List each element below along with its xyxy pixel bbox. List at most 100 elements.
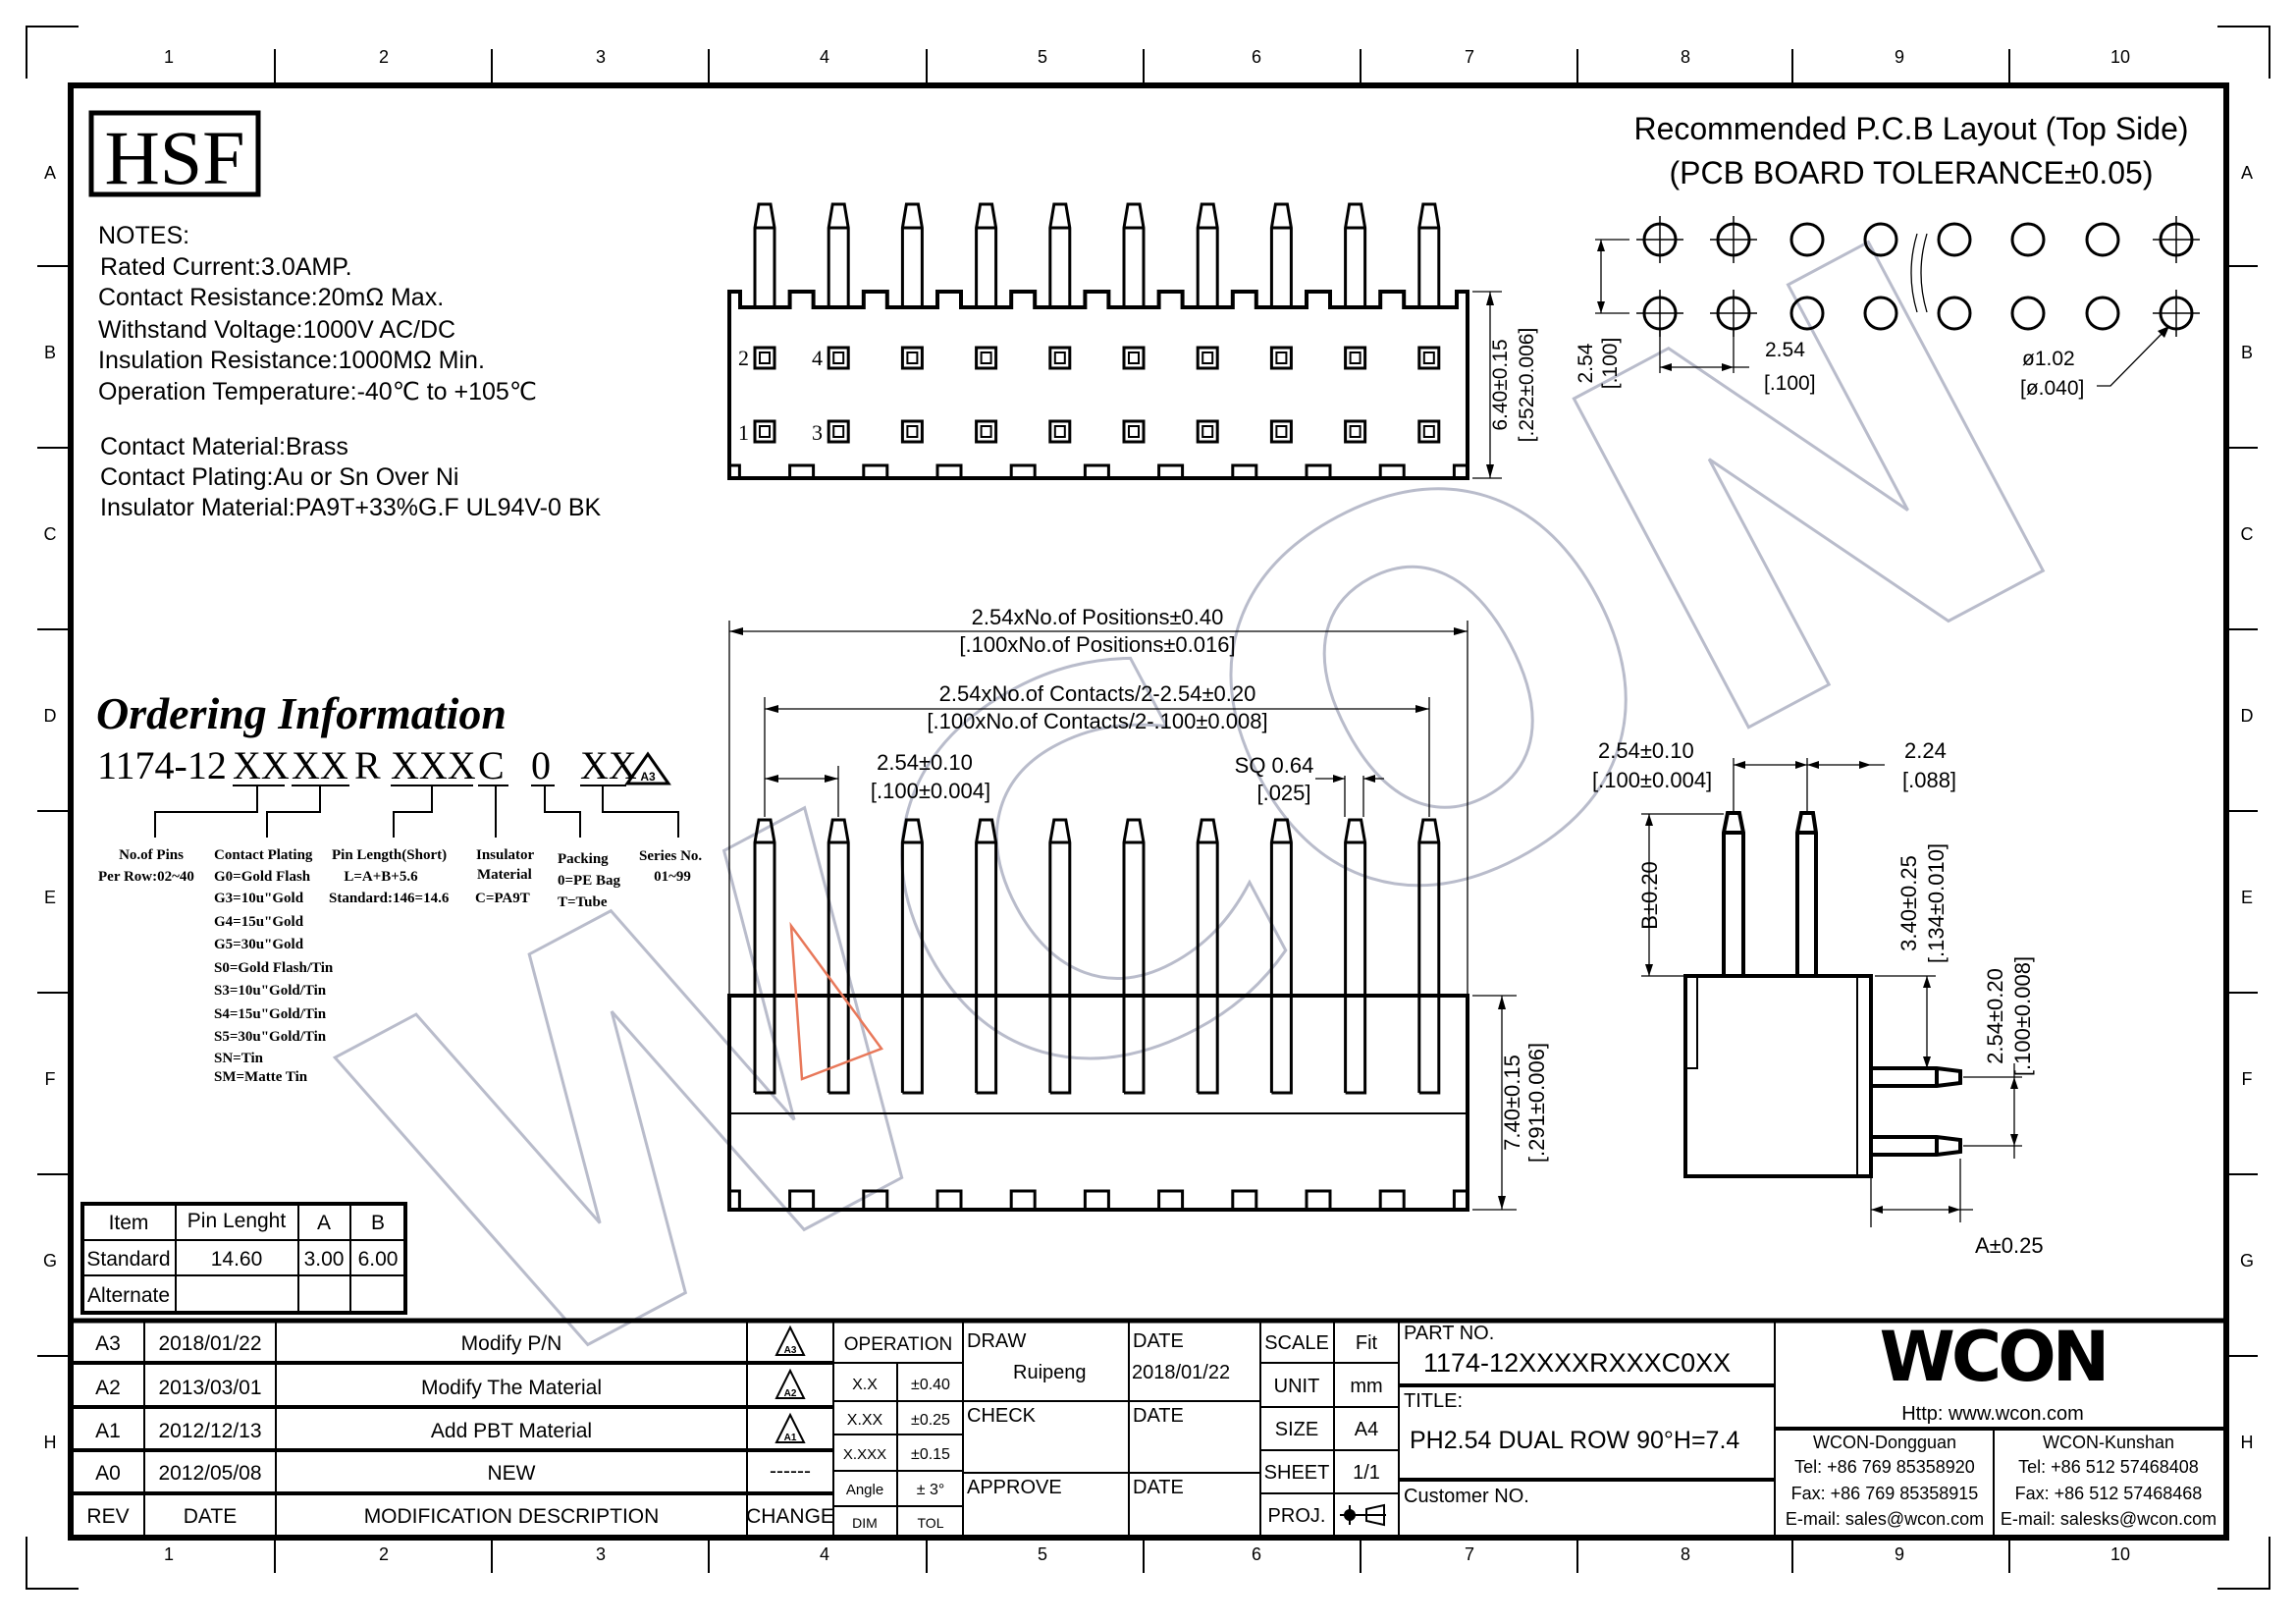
body-notch — [935, 1189, 963, 1210]
body-notch — [1305, 1189, 1332, 1210]
contact-square-inner — [832, 352, 845, 364]
pin — [1344, 818, 1367, 1095]
contact-square — [827, 346, 850, 370]
part-no-label: PART NO. — [1404, 1323, 1494, 1344]
contact-square — [900, 346, 924, 370]
table-header: Pin Lenght — [187, 1210, 287, 1232]
row-label: F — [2242, 1069, 2253, 1089]
pcb-hole — [1863, 222, 1898, 257]
contact-square — [753, 346, 776, 370]
date-label: DATE — [1133, 1477, 1184, 1498]
insulator-value: C=PA9T — [475, 891, 530, 906]
body-notch — [1083, 463, 1110, 478]
contact-square-inner — [1422, 352, 1435, 364]
body-notch — [727, 463, 741, 478]
contact-square — [975, 419, 998, 444]
part-title: PH2.54 DUAL ROW 90°H=7.4 — [1410, 1427, 1739, 1454]
plating-option: G4=15u"Gold — [214, 914, 304, 930]
pin — [1344, 202, 1367, 307]
svg-text:A3: A3 — [640, 770, 656, 784]
tol-value: ±0.25 — [911, 1412, 950, 1429]
office-name: WCON-Kunshan — [2043, 1433, 2174, 1452]
b-dim: B±0.20 — [1637, 861, 1662, 930]
pcb-col-pitch: 2.54 — [1765, 339, 1805, 361]
hole-crosshair — [1636, 216, 1683, 263]
row-label: E — [44, 888, 56, 907]
check-label: CHECK — [967, 1405, 1037, 1427]
pin — [900, 818, 924, 1095]
pcb-hole — [2085, 222, 2120, 257]
notes-title: NOTES: — [98, 222, 189, 249]
hole-crosshair — [1636, 290, 1683, 337]
body-notch — [862, 463, 889, 478]
series-label: Series No. — [639, 848, 702, 864]
row-label: H — [2241, 1433, 2254, 1452]
plating-option: S3=10u"Gold/Tin — [214, 983, 327, 999]
series-value: 01~99 — [654, 869, 691, 885]
column-label: 9 — [1895, 47, 1904, 67]
contact-square-inner — [1349, 425, 1362, 438]
code-r: R — [354, 743, 381, 787]
contact-square — [1344, 419, 1367, 444]
pitch-dim-in: [.100±0.004] — [871, 779, 990, 803]
body-notch — [1231, 1189, 1258, 1210]
pcb-hole-dia-in: [ø.040] — [2020, 377, 2084, 400]
customer-no-label: Customer NO. — [1404, 1486, 1529, 1507]
body-notch — [1305, 463, 1332, 478]
pcb-hole — [1937, 222, 1972, 257]
table-header: B — [371, 1212, 385, 1234]
contact-square-inner — [832, 425, 845, 438]
pin — [975, 202, 998, 307]
note-line: Operation Temperature:-40℃ to +105℃ — [98, 378, 537, 406]
column-label: 9 — [1895, 1544, 1904, 1564]
change-triangle-icon: A3 — [774, 1325, 806, 1356]
pin-label: 3 — [812, 420, 823, 445]
body-notch — [727, 1189, 741, 1210]
revision-date: 2012/12/13 — [158, 1420, 261, 1442]
plating-option: G5=30u"Gold — [214, 937, 304, 952]
date-label: DATE — [1133, 1405, 1184, 1427]
column-label: 8 — [1681, 47, 1690, 67]
sheet-value: 1/1 — [1353, 1462, 1380, 1484]
pin-label: 4 — [812, 346, 823, 370]
office-tel: Tel: +86 512 57468408 — [2018, 1457, 2199, 1477]
revision-date: 2012/05/08 — [158, 1462, 261, 1485]
code-plating: XX — [292, 743, 348, 787]
row-label: F — [45, 1069, 56, 1089]
pcb-hole — [1937, 296, 1972, 331]
pin-label: 1 — [738, 420, 749, 445]
body-notch — [1378, 463, 1406, 478]
contact-square-inner — [1422, 425, 1435, 438]
contact-square-inner — [980, 425, 992, 438]
contact-square — [1122, 346, 1146, 370]
contact-square-inner — [1128, 352, 1140, 364]
packing-option: T=Tube — [558, 894, 608, 910]
hole-crosshair — [2153, 216, 2200, 263]
pin — [753, 818, 776, 1095]
change-triangle-icon: A1 — [774, 1412, 806, 1443]
unit-value: mm — [1350, 1376, 1382, 1397]
marker-triangle — [789, 921, 883, 1081]
row-label: A — [2241, 163, 2253, 183]
pin-length-formula: L=A+B+5.6 — [344, 869, 418, 885]
contact-square — [753, 419, 776, 444]
row-pitch-dim-in: [.100±0.008] — [2010, 956, 2035, 1076]
body-notch — [1452, 1189, 1469, 1210]
contact-square — [975, 346, 998, 370]
pin — [1417, 818, 1441, 1095]
pin — [975, 818, 998, 1095]
pcb-layout-title: Recommended P.C.B Layout (Top Side) — [1633, 111, 2188, 146]
overall-length-dim-in: [.100xNo.of Positions±0.016] — [959, 632, 1235, 657]
contact-square-inner — [1275, 352, 1288, 364]
column-label: 2 — [379, 47, 389, 67]
tol-dim: X.XXX — [843, 1446, 886, 1463]
hole-crosshair — [2153, 290, 2200, 337]
title-block: REV DATE MODIFICATION DESCRIPTION CHANGE… — [71, 1317, 2226, 1538]
pcb-hole — [2010, 222, 2046, 257]
column-label: 10 — [2110, 1544, 2130, 1564]
row-label: D — [2241, 706, 2254, 726]
change-header: CHANGE — [746, 1505, 834, 1528]
side-pitch-dim: 2.54±0.10 — [1598, 738, 1694, 763]
title-label: TITLE: — [1404, 1390, 1463, 1412]
plating-option: S0=Gold Flash/Tin — [214, 960, 334, 976]
